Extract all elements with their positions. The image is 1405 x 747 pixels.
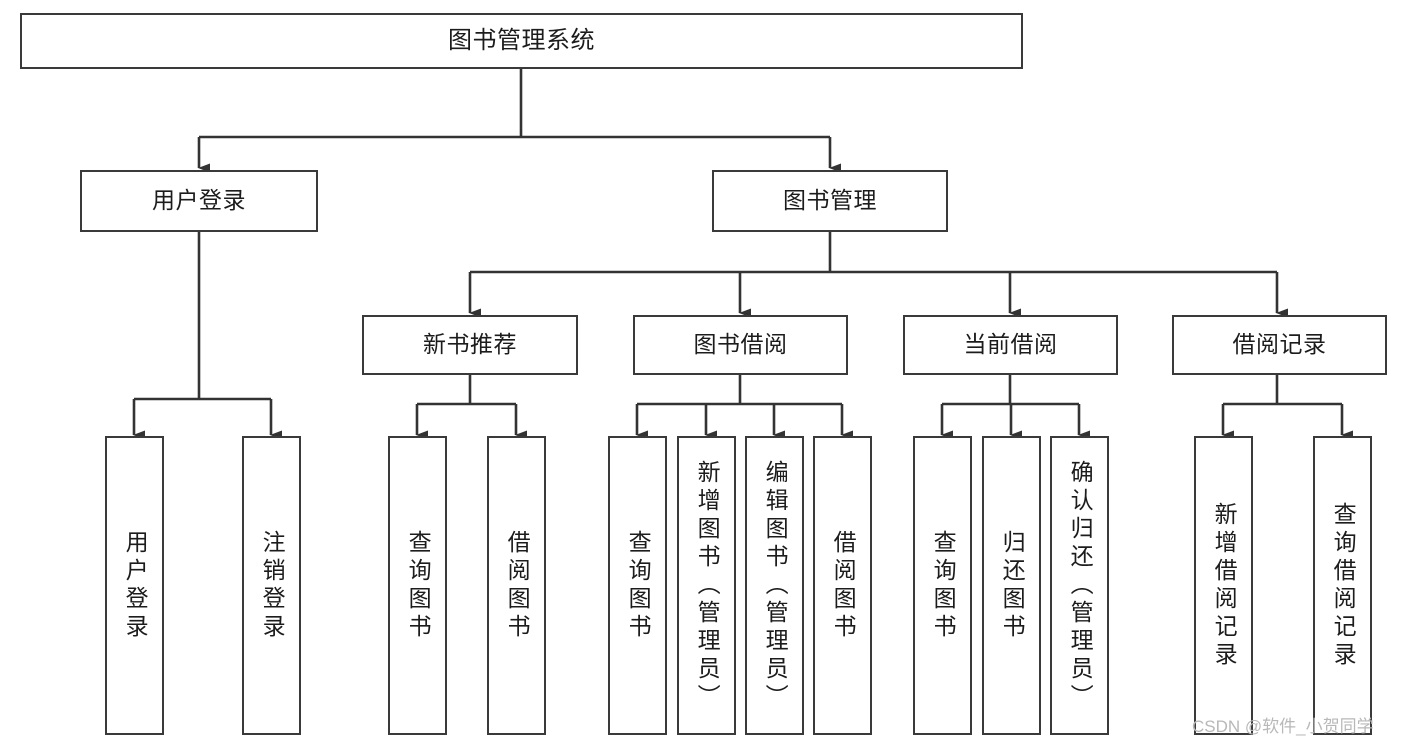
node-label: 借阅图书	[830, 529, 857, 642]
node-label: 注销登录	[259, 529, 286, 642]
node-current-borrow[interactable]: 当前借阅	[903, 315, 1118, 375]
node-label: 借阅图书	[504, 529, 531, 642]
node-label: 新增借阅记录	[1211, 501, 1238, 670]
leaf-borrow-add-book-admin[interactable]: 新增图书（管理员）	[677, 436, 736, 735]
node-label: 编辑图书（管理员）	[762, 459, 789, 712]
leaf-user-login-login[interactable]: 用户登录	[105, 436, 164, 735]
leaf-borrow-edit-book-admin[interactable]: 编辑图书（管理员）	[745, 436, 804, 735]
node-label: 图书借阅	[693, 331, 788, 358]
node-label: 图书管理系统	[448, 26, 595, 54]
node-label: 新书推荐	[423, 331, 517, 358]
node-label: 查询图书	[930, 529, 957, 642]
leaf-user-login-logout[interactable]: 注销登录	[242, 436, 301, 735]
leaf-current-query-book[interactable]: 查询图书	[913, 436, 972, 735]
node-label: 归还图书	[999, 529, 1026, 642]
leaf-records-add-record[interactable]: 新增借阅记录	[1194, 436, 1253, 735]
leaf-newbook-query-book[interactable]: 查询图书	[388, 436, 447, 735]
leaf-newbook-borrow-book[interactable]: 借阅图书	[487, 436, 546, 735]
node-label: 新增图书（管理员）	[694, 459, 721, 712]
node-label: 查询图书	[625, 529, 652, 642]
node-label: 确认归还（管理员）	[1067, 459, 1094, 712]
node-new-book-recommend[interactable]: 新书推荐	[362, 315, 578, 375]
leaf-records-query-record[interactable]: 查询借阅记录	[1313, 436, 1372, 735]
leaf-borrow-borrow-book[interactable]: 借阅图书	[813, 436, 872, 735]
leaf-current-confirm-return-admin[interactable]: 确认归还（管理员）	[1050, 436, 1109, 735]
node-label: 查询借阅记录	[1330, 501, 1357, 670]
node-user-login[interactable]: 用户登录	[80, 170, 318, 232]
watermark-text: CSDN @软件_小贺同学	[1192, 717, 1374, 736]
leaf-current-return-book[interactable]: 归还图书	[982, 436, 1041, 735]
node-label: 图书管理	[783, 187, 877, 214]
node-borrow-records[interactable]: 借阅记录	[1172, 315, 1387, 375]
node-label: 用户登录	[152, 187, 246, 214]
node-book-management[interactable]: 图书管理	[712, 170, 948, 232]
node-label: 借阅记录	[1232, 331, 1327, 358]
node-book-borrow[interactable]: 图书借阅	[633, 315, 848, 375]
leaf-borrow-query-book[interactable]: 查询图书	[608, 436, 667, 735]
node-label: 当前借阅	[963, 331, 1058, 358]
node-label: 用户登录	[122, 529, 149, 642]
node-root-system[interactable]: 图书管理系统	[20, 13, 1023, 69]
node-label: 查询图书	[405, 529, 432, 642]
